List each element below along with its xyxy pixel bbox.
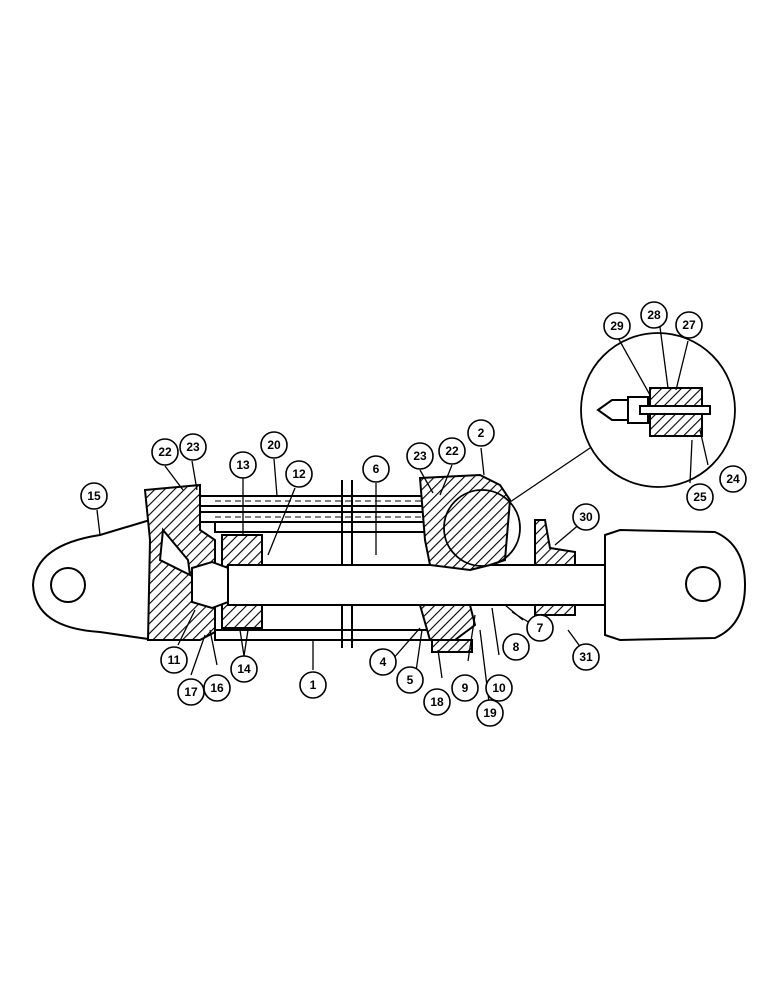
svg-text:16: 16	[210, 681, 224, 695]
svg-text:2: 2	[478, 426, 485, 440]
svg-text:14: 14	[237, 662, 251, 676]
callout-16: 16	[203, 674, 231, 702]
callouts: 1 2 4 5 6 7 8 9 10 11 12 13 14 15 16 17 …	[80, 301, 747, 727]
callout-5: 5	[396, 666, 424, 694]
svg-text:6: 6	[373, 462, 380, 476]
rod-gland-lower	[418, 604, 477, 641]
left-clevis	[31, 518, 157, 642]
svg-text:12: 12	[292, 467, 306, 481]
svg-text:22: 22	[445, 444, 459, 458]
callout-17: 17	[177, 678, 205, 706]
detail-magnifier	[443, 332, 736, 567]
svg-text:13: 13	[236, 458, 250, 472]
callout-25: 25	[686, 483, 714, 511]
callout-29: 29	[603, 312, 631, 340]
callout-9: 9	[451, 674, 479, 702]
callout-28: 28	[640, 301, 668, 329]
callout-27: 27	[675, 311, 703, 339]
svg-text:20: 20	[267, 438, 281, 452]
callout-14: 14	[230, 655, 258, 683]
callout-1: 1	[299, 671, 327, 699]
svg-text:22: 22	[158, 445, 172, 459]
callout-7: 7	[526, 614, 554, 642]
svg-text:23: 23	[413, 449, 427, 463]
svg-text:25: 25	[693, 490, 707, 504]
svg-text:28: 28	[647, 308, 661, 322]
callout-13: 13	[229, 451, 257, 479]
svg-text:8: 8	[513, 640, 520, 654]
svg-text:31: 31	[579, 650, 593, 664]
callout-23-right: 23	[406, 442, 434, 470]
svg-text:7: 7	[537, 621, 544, 635]
svg-text:9: 9	[462, 681, 469, 695]
callout-8: 8	[502, 633, 530, 661]
svg-text:5: 5	[407, 673, 414, 687]
svg-text:29: 29	[610, 319, 624, 333]
piston-rod	[227, 564, 629, 606]
svg-text:19: 19	[483, 706, 497, 720]
callout-15: 15	[80, 482, 108, 510]
svg-text:15: 15	[87, 489, 101, 503]
svg-text:30: 30	[579, 510, 593, 524]
callout-31: 31	[572, 643, 600, 671]
end-cap-port	[158, 527, 192, 577]
barrel	[199, 495, 441, 641]
svg-text:4: 4	[380, 655, 387, 669]
svg-text:18: 18	[430, 695, 444, 709]
svg-text:1: 1	[310, 678, 317, 692]
right-clevis	[604, 528, 747, 642]
callout-2: 2	[467, 419, 495, 447]
callout-23-left: 23	[179, 433, 207, 461]
svg-text:27: 27	[682, 318, 696, 332]
svg-text:17: 17	[184, 685, 198, 699]
callout-10: 10	[485, 674, 513, 702]
svg-text:24: 24	[726, 472, 740, 486]
callout-6: 6	[362, 455, 390, 483]
callout-4: 4	[369, 648, 397, 676]
callout-11: 11	[160, 646, 188, 674]
callout-20: 20	[260, 431, 288, 459]
callout-19: 19	[476, 699, 504, 727]
dust-cover	[534, 519, 576, 566]
dust-cover-lower	[534, 604, 576, 616]
callout-12: 12	[285, 460, 313, 488]
piston-nut	[191, 560, 229, 610]
callout-18: 18	[423, 688, 451, 716]
callout-22-right: 22	[438, 437, 466, 465]
svg-text:10: 10	[492, 681, 506, 695]
svg-text:23: 23	[186, 440, 200, 454]
callout-24: 24	[719, 465, 747, 493]
callout-22-left: 22	[151, 438, 179, 466]
svg-text:11: 11	[168, 653, 181, 667]
callout-30: 30	[572, 503, 600, 531]
gland-lug	[431, 639, 473, 653]
rod-gland	[418, 473, 512, 572]
